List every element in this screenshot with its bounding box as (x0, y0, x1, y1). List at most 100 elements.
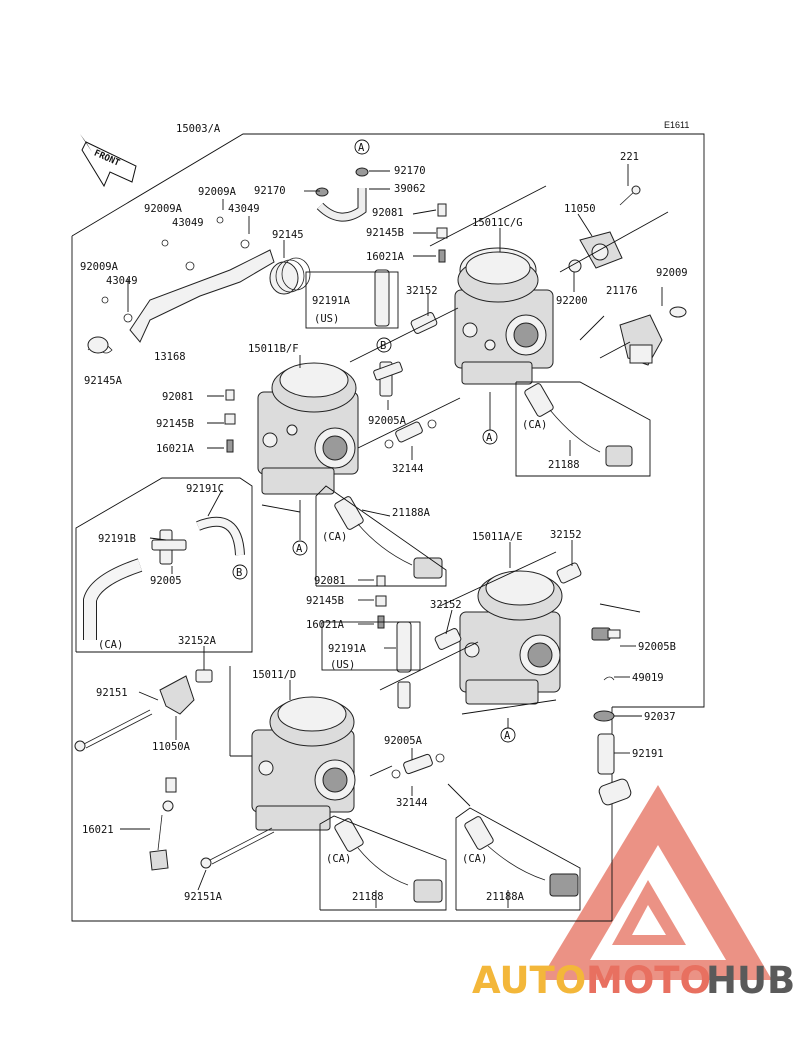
label-21188a-low: 21188A (486, 891, 525, 903)
watermark-part3: HUB (706, 959, 795, 1002)
label-92145a: 92145A (84, 375, 123, 387)
label-32152a: 32152A (178, 635, 217, 647)
pipe-32144-top (384, 419, 437, 449)
svg-text:A: A (296, 543, 303, 555)
label-us-top: (US) (314, 313, 339, 325)
label-92005a-low: 92005A (384, 735, 423, 747)
leader-lines (120, 164, 669, 908)
bracket-13168 (101, 216, 275, 343)
fitting-92005b (591, 627, 621, 641)
label-92005a-top: 92005A (368, 415, 407, 427)
sensor-21176 (619, 306, 687, 366)
throttle-linkage-left (74, 669, 213, 752)
label-16021a-low: 16021A (306, 619, 345, 631)
label-32152-low: 32152 (430, 599, 462, 611)
label-92081-top: 92081 (372, 207, 404, 219)
box-us-low (321, 621, 421, 671)
label-221: 221 (620, 151, 639, 163)
label-92145b-low: 92145B (306, 595, 344, 607)
carburetor-15011ae (459, 570, 563, 705)
label-16021a-top: 16021A (366, 251, 405, 263)
svg-text:A: A (486, 432, 493, 444)
label-16021a-mid: 16021A (156, 443, 195, 455)
needle-16021 (149, 777, 177, 871)
rod-92151a (200, 827, 275, 869)
connector-21188-top (524, 383, 633, 467)
label-15011d: 15011/D (252, 669, 296, 681)
ref-mark-a-left: A (292, 540, 308, 556)
watermark-part2: MOTO (586, 959, 711, 1002)
label-16021: 16021 (82, 824, 114, 836)
box-us-top (305, 271, 399, 329)
watermark-text: AUTO MOTO HUB (472, 959, 795, 1002)
label-15003a: 15003/A (176, 123, 221, 135)
label-32144-top: 32144 (392, 463, 424, 475)
box-ca-21188a-low (455, 807, 581, 911)
screw-221 (619, 185, 641, 206)
ref-mark-b-top: B (376, 337, 392, 353)
label-92145b-top: 92145B (366, 227, 404, 239)
label-92145: 92145 (272, 229, 304, 241)
box-ca-21188-low (319, 815, 447, 911)
label-92081-mid: 92081 (162, 391, 194, 403)
svg-text:A: A (504, 730, 511, 742)
label-43049-top: 43049 (228, 203, 260, 215)
label-15011bf: 15011B/F (248, 343, 299, 355)
box-ca-21188a-mid (315, 485, 447, 587)
label-92191a-top: 92191A (312, 295, 351, 307)
label-92037: 92037 (644, 711, 676, 723)
collar-32152-low (434, 562, 582, 650)
label-ca-21188a-low: (CA) (462, 853, 487, 865)
label-92191b: 92191B (98, 533, 136, 545)
ref-mark-a-top: A (354, 139, 370, 155)
label-13168: 13168 (154, 351, 186, 363)
label-92191a-low: 92191A (328, 643, 367, 655)
label-43049-mid: 43049 (172, 217, 204, 229)
collar-32152-top (410, 312, 438, 334)
label-11050a: 11050A (152, 741, 191, 753)
label-ca-hose: (CA) (98, 639, 123, 651)
label-92005: 92005 (150, 575, 182, 587)
label-32152-right: 32152 (550, 529, 582, 541)
clamp-and-tube-right (593, 676, 632, 806)
label-ca-21188a-mid: (CA) (322, 531, 347, 543)
flange-11050 (568, 231, 623, 273)
svg-text:B: B (236, 567, 242, 579)
front-arrow-icon: FRONT (80, 134, 137, 188)
label-92009: 92009 (656, 267, 688, 279)
carburetor-15011bf (257, 362, 359, 495)
label-us-low: (US) (330, 659, 355, 671)
hose-39062 (316, 188, 367, 222)
label-21188-low: 21188 (352, 891, 384, 903)
jet-parts-low (375, 575, 387, 629)
label-92191c: 92191C (186, 483, 224, 495)
label-92081-low: 92081 (314, 575, 346, 587)
label-ca-21188-low: (CA) (326, 853, 351, 865)
watermark-part1: AUTO (472, 959, 586, 1002)
label-32144-low: 32144 (396, 797, 428, 809)
carburetor-15011d (251, 696, 356, 831)
label-15011ae: 15011A/E (472, 531, 523, 543)
label-39062: 39062 (394, 183, 426, 195)
label-92009a-mid: 92009A (144, 203, 183, 215)
label-49019: 49019 (632, 672, 664, 684)
label-11050: 11050 (564, 203, 596, 215)
spring-92145 (269, 257, 311, 295)
watermark-logo-icon (540, 785, 772, 980)
svg-text:B: B (380, 340, 386, 352)
fitting-92005a-top (373, 361, 403, 397)
label-92200: 92200 (556, 295, 588, 307)
spring-92145a (87, 336, 113, 354)
label-21188-top: 21188 (548, 459, 580, 471)
label-92145b-mid: 92145B (156, 418, 194, 430)
clip-92170 (315, 167, 369, 197)
box-ca-hose (75, 477, 253, 653)
box-ca-21188-top (515, 381, 651, 477)
label-32152-top: 32152 (406, 285, 438, 297)
label-15011cg: 15011C/G (472, 217, 523, 229)
connector-21188-low (334, 818, 443, 903)
connector-21188a-low (464, 816, 579, 897)
jet-parts-mid (224, 389, 236, 453)
label-21188a-top: 21188A (392, 507, 431, 519)
